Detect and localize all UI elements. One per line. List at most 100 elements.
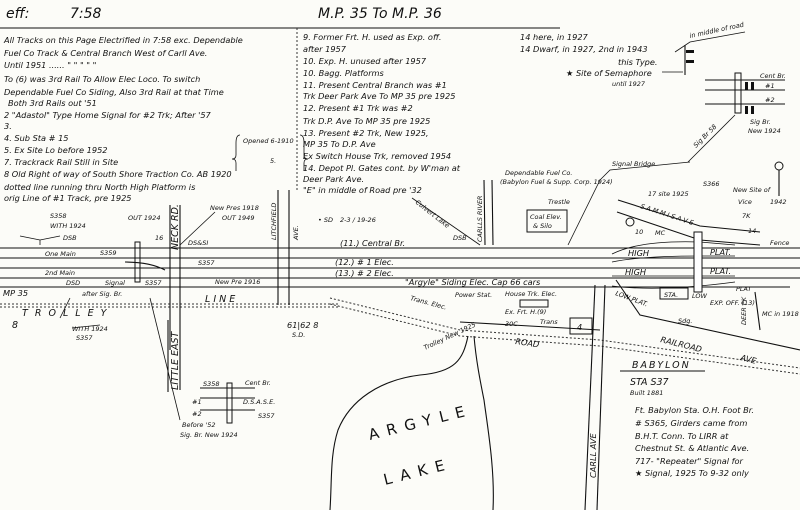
signal-label: after Sig. Br. (82, 290, 122, 298)
note-line: 11. Present Central Branch was #1 (303, 80, 447, 90)
signal-head-icon (625, 217, 635, 227)
argyle-siding: "Argyle" Siding Elec. Cap 66 cars (405, 277, 541, 287)
note-line: 717- "Repeater" Signal for (635, 456, 744, 466)
footbridge (693, 231, 703, 293)
signal-label: DSB (63, 234, 77, 242)
note-line: 9. Former Frt. H. used as Exp. off. (303, 32, 441, 42)
label: EXP. OFF. (13) (710, 299, 755, 307)
signal-label: D.S.A.S.E. (243, 398, 275, 406)
dwarf-signal-icon (19, 235, 61, 245)
label: PLAT (736, 285, 753, 293)
label: HIGH (625, 267, 646, 277)
signal-label: WITH 1924 (50, 222, 86, 230)
label: 10 (635, 228, 643, 236)
substation-number: 4 (577, 322, 582, 332)
signal-head-icon (774, 161, 784, 171)
note-line: Deer Park Ave. (303, 174, 364, 184)
argyle-lake-outline (329, 335, 494, 510)
notes-middle: 9. Former Frt. H. used as Exp. off. afte… (303, 32, 461, 195)
station-area: Dependable Fuel Co. (Babylon Fuel & Supp… (500, 160, 799, 325)
brace-num: 5. (270, 157, 276, 165)
track-label: #1 (765, 82, 775, 90)
note-line: B.H.T. Conn. To LIRR at (635, 431, 729, 441)
sig-br-label: Sig Br. (750, 118, 771, 126)
label: New Site of (733, 186, 772, 194)
signal-bridge-detail: Cent Br. #1 #2 Sig Br. New 1924 Sig Br 5… (687, 72, 786, 163)
eff-label: eff: (6, 6, 29, 22)
label: PLAT. (710, 266, 731, 276)
note-marker: 61|62 8 (287, 320, 318, 330)
note-line: ★ Site of Semaphore (566, 68, 652, 78)
road-label: ROAD (515, 336, 540, 349)
trolley-label: T R O L L E Y (22, 308, 108, 319)
label: 17 site 1925 (648, 190, 689, 198)
note-line: 10. Bagg. Platforms (303, 68, 385, 78)
label: House Trk. Elec. (505, 290, 557, 298)
signal-label: New Pres 1918 (210, 204, 259, 212)
signal-label: Signal (105, 279, 125, 287)
signal-label: S357 (76, 334, 93, 342)
label: Vice (738, 198, 752, 206)
note-line: 12. Present #1 Trk was #2 (303, 103, 413, 113)
leader-line (149, 297, 181, 421)
leader-line (567, 179, 601, 246)
label: Trolley New 1925 (422, 321, 477, 352)
note-line: Both 3rd Rails out '51 (8, 98, 97, 108)
signal-label: S357 (198, 259, 215, 267)
note-line: 3. (4, 121, 12, 131)
note-line: 7. Trackrack Rail Still in Site (4, 157, 118, 167)
signal-label: S358 (50, 212, 67, 220)
note-line: Trk Deer Park Ave To MP 35 pre 1925 (303, 91, 455, 101)
sd-values: 2-3 / 19-26 (340, 216, 376, 224)
note-line: until 1927 (612, 80, 646, 88)
signal-label: OUT 1949 (222, 214, 254, 222)
lake-label: LAKE (382, 454, 455, 488)
signal-label: DSB (453, 234, 467, 242)
notes-left: All Tracks on this Page Electrified in 7… (3, 35, 309, 203)
track-label: Cent Br. (245, 379, 271, 387)
sammis-ave-label: S A M M I S A V E (639, 202, 695, 227)
note-line: ★ Signal, 1925 To 9-32 only (635, 468, 749, 478)
label: (Babylon Fuel & Supp. Corp. 1924) (500, 178, 613, 186)
signal-label: New Pre 1916 (215, 278, 260, 286)
mp-35-marker: MP 35 (3, 288, 28, 298)
label: LOW (692, 292, 708, 300)
track-label: #1 (192, 398, 202, 406)
track-2: (13.) # 2 Elec. (335, 268, 394, 278)
leader-line (599, 161, 691, 181)
substation-box (569, 317, 593, 335)
middle-south-labels: Trans. Elec. Power Stat. House Trk. Elec… (409, 290, 593, 352)
label: Power Stat. (455, 291, 492, 299)
brace-icon (299, 134, 309, 171)
signal-label: S357 (258, 412, 275, 420)
freight-house (519, 299, 549, 308)
signal-bridge-west (134, 241, 141, 283)
note-line: To (6) was 3rd Rail To Allow Elec Loco. … (4, 74, 200, 84)
track-second-main: 2nd Main (45, 269, 75, 277)
notes-right: 14 here, in 1927 14 Dwarf, in 1927, 2nd … (520, 20, 745, 88)
signal-label: DSD (66, 279, 80, 287)
note-line: this Type. (618, 57, 658, 67)
label: Coal Elev. (530, 213, 562, 221)
signal-bridge-sw: S358 Cent Br. #1 #2 D.S.A.S.E. S357 Befo… (180, 379, 275, 439)
note-line: Fuel Co Track & Central Branch West of C… (4, 48, 207, 58)
litchfield-label: LITCHFIELD (270, 203, 278, 240)
carll-ave-label: CARLL AVE (588, 432, 598, 478)
note-line: # S365, Girders came from (635, 418, 747, 428)
note-line: All Tracks on this Page Electrified in 7… (3, 35, 243, 45)
note-line: Chestnut St. & Atlantic Ave. (635, 443, 749, 453)
note-line: Dependable Fuel Co Siding, Also 3rd Rail… (4, 87, 224, 97)
deer-park-label: DEER PK (740, 296, 748, 325)
signal-label: Before '52 (182, 421, 216, 429)
note-line: Until 1951 ...... " " " " " (4, 60, 96, 70)
line-label: L I N E (205, 294, 235, 305)
semaphore-signal-icon (662, 45, 694, 75)
notes-bottom: Ft. Babylon Sta. O.H. Foot Br. # S365, G… (635, 405, 754, 478)
station-number: STA S37 (630, 377, 669, 388)
note-line: 5. Ex Site Lo before 1952 (4, 145, 108, 155)
label: 1942 (770, 198, 787, 206)
carlls-river-label: CARLLS RIVER (476, 196, 484, 242)
track-central: (11.) Central Br. (340, 238, 405, 248)
signal-label: DS&SI (188, 239, 208, 247)
